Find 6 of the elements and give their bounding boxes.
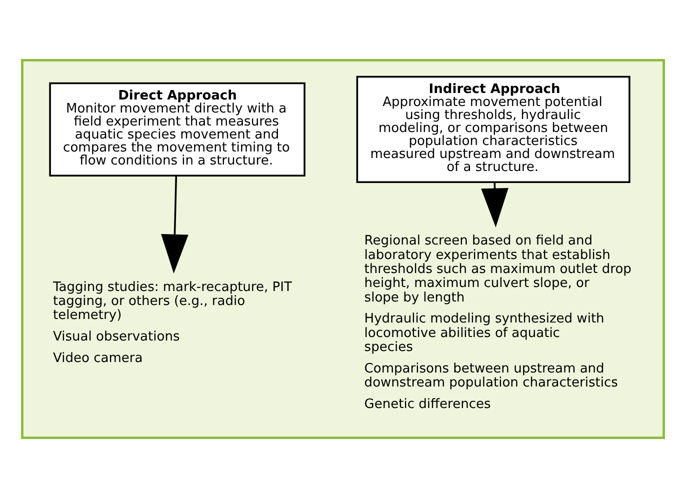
arrow xyxy=(161,176,188,274)
cluster xyxy=(21,59,665,439)
node-box: Direct Approach Monitor movement directly with a field experiment that measures aquatic species movement and compares the movement timing to flow conditions in a structure. xyxy=(49,82,306,176)
node-box: Indirect Approach Approximate movement potential using thresholds, hydraulic modeling, or comparisons between population characteristics measured upstream and downstream of a structure. xyxy=(356,76,630,183)
node-text: Tagging studies: mark-recapture, PIT tagging, or others (e.g., radio telemetry) Visual observations Video camera xyxy=(53,280,292,366)
node-text: Regional screen based on field and laboratory experiments that establish thresholds such as maximum outlet drop height, maximum culvert slope, or slope by length Hydraulic modeling synthesized with locomotive abilities of aquatic species Comparisons between upstream and downstream population characteristics Genetic differences xyxy=(364,234,632,412)
